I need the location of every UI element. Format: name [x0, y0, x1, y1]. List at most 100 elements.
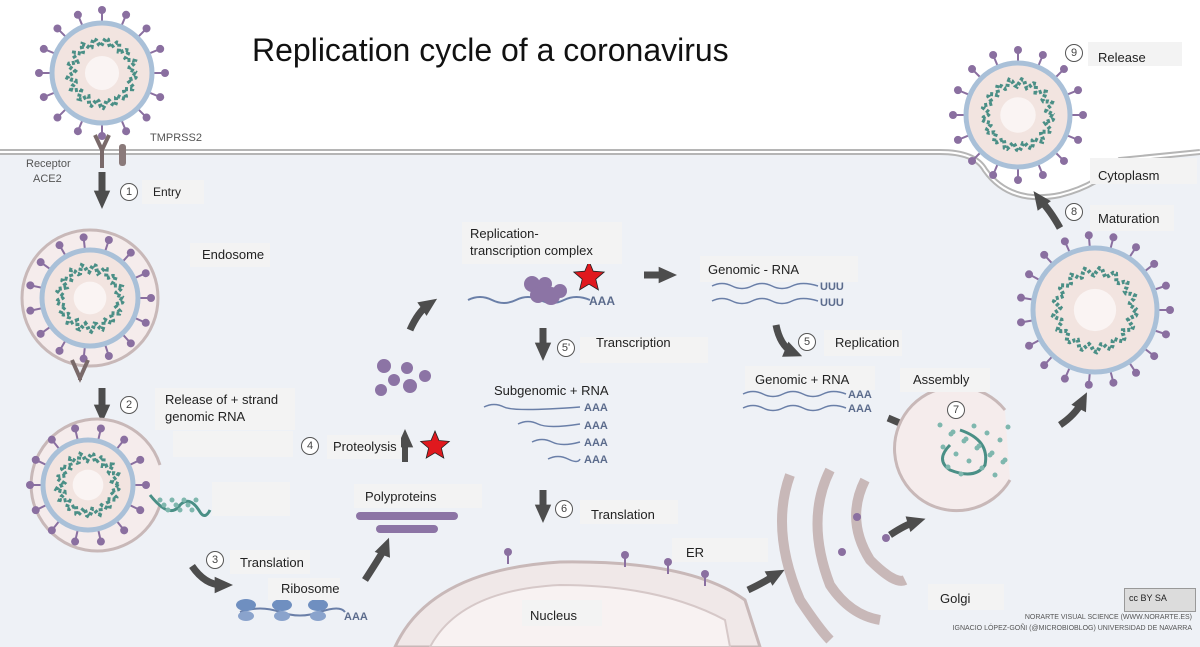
spike-head: [36, 258, 45, 267]
assembly-nucleoprotein-dot: [945, 464, 951, 470]
subgenomic-polya-1: AAA: [584, 402, 608, 414]
subgenomic-strand: [483, 403, 581, 411]
rtc-label-box: [462, 222, 622, 264]
spike-head: [71, 537, 80, 546]
subgenomic-polya-4: AAA: [584, 454, 608, 466]
step-6-marker: 6: [555, 500, 573, 518]
rtc-protein: [537, 284, 549, 296]
ribosome-large-subunit: [272, 599, 292, 611]
viral-rna-coil: [64, 36, 140, 111]
virus-core: [84, 55, 120, 91]
credit-line-2: IGNACIO LÓPEZ-GOÑI (@MICROBIOBLOG) UNIVE…: [952, 625, 1192, 632]
assembly-nucleoprotein-dot: [953, 451, 959, 457]
nucleoprotein-dot: [177, 507, 183, 513]
spike-head: [1132, 243, 1141, 252]
spike-head: [126, 339, 135, 348]
spike-head: [55, 241, 64, 250]
rtc-label-line2: transcription complex: [470, 243, 593, 258]
blank-label-box-b: [212, 482, 290, 516]
proteolysis-label: Proteolysis: [333, 439, 397, 454]
virus-core: [1073, 288, 1117, 332]
genomic-plus-box: [745, 366, 875, 390]
er-spike-head: [664, 558, 672, 566]
ribosome-small-subunit: [274, 611, 290, 621]
diagram-title: Replication cycle of a coronavirus: [252, 32, 729, 68]
spike-head: [1150, 352, 1159, 361]
spike-head: [142, 24, 151, 33]
step-5-marker: 5: [798, 333, 816, 351]
genomic-minus-box: [700, 256, 858, 282]
golgi-spike-head: [838, 548, 846, 556]
spike-head: [47, 526, 56, 535]
translation-6-box: [580, 500, 678, 524]
to-rtc-arrow-head: [417, 298, 438, 316]
spike-head: [1161, 330, 1170, 339]
translation-6-label: Translation: [591, 507, 655, 522]
polyprotein-bar-1: [356, 512, 458, 520]
nsp-protein: [419, 370, 431, 382]
golgi-label: Golgi: [940, 591, 971, 606]
spike-head: [71, 424, 80, 433]
er-spike-head: [621, 551, 629, 559]
spike-head: [104, 235, 113, 244]
er-label: ER: [686, 545, 705, 560]
er-spike-head: [504, 548, 512, 556]
replication-arrow-head: [782, 341, 803, 357]
spike-head: [122, 10, 131, 19]
transcription-box: [580, 337, 708, 363]
spike-head: [1040, 250, 1049, 259]
spike-head: [156, 93, 165, 102]
spike-head: [55, 346, 64, 355]
receptor-label: Receptor: [26, 158, 71, 170]
transcription-label: Transcription: [596, 335, 671, 350]
nucleoprotein-dot: [161, 502, 167, 508]
entry-label: Entry: [153, 185, 182, 199]
ribosome-label: Ribosome: [281, 581, 340, 596]
spike-head: [136, 506, 145, 515]
golgi-cisterna-2: [812, 467, 882, 625]
ribosome-small-subunit: [238, 611, 254, 621]
cc-license-badge: cc BY SA: [1124, 588, 1196, 612]
spike-head: [1150, 259, 1159, 268]
assembly-nucleoprotein-dot: [974, 445, 980, 451]
assembly-box: [900, 368, 990, 392]
ribosome-large-subunit: [308, 599, 328, 611]
spike-head: [73, 10, 82, 19]
step-5-prime-marker: 5': [557, 339, 575, 357]
viral-rna-coil: [53, 451, 123, 520]
golgi-spike-head: [853, 513, 861, 521]
entry-arrow-head: [93, 190, 111, 209]
proteolysis-inhibitor-star: [419, 429, 451, 459]
assembly-rna: [941, 428, 988, 476]
release-strand-label-line2: genomic RNA: [165, 409, 246, 424]
assembly-nucleoprotein-dot: [984, 430, 990, 436]
cytoplasm-area: [0, 152, 1200, 647]
to-polyprotein-arrow-head: [374, 537, 390, 558]
nucleoprotein-dot: [181, 497, 187, 503]
viral-rna-coil: [53, 262, 127, 335]
step-4-marker: 4: [301, 437, 319, 455]
spike-head: [142, 113, 151, 122]
spike-head: [161, 69, 169, 77]
spike-head: [36, 329, 45, 338]
polyproteins-box: [354, 484, 482, 508]
assembly-nucleoprotein-dot: [992, 472, 998, 478]
assembly-nucleoprotein-dot: [1000, 459, 1006, 465]
tmprss2-label: TMPRSS2: [150, 132, 202, 144]
genomic-plus-label: Genomic + RNA: [755, 372, 850, 387]
subgenomic-polya-3: AAA: [584, 437, 608, 449]
step-8-marker: 8: [1065, 203, 1083, 221]
released-virus: [949, 46, 1087, 184]
spike-head: [1025, 341, 1034, 350]
spike-head: [1166, 306, 1174, 314]
spike-head: [1038, 171, 1047, 180]
spike-head: [26, 281, 35, 290]
step-7-marker: 7: [947, 401, 965, 419]
assembly-nucleoprotein-dot: [987, 452, 993, 458]
spike-head: [104, 352, 113, 361]
ace2-label: ACE2: [33, 173, 62, 185]
assembly-nucleoprotein-dot: [979, 465, 985, 471]
subgenomic-strand: [531, 438, 581, 446]
step-2-marker: 2: [120, 396, 138, 414]
spike-head: [122, 127, 131, 136]
